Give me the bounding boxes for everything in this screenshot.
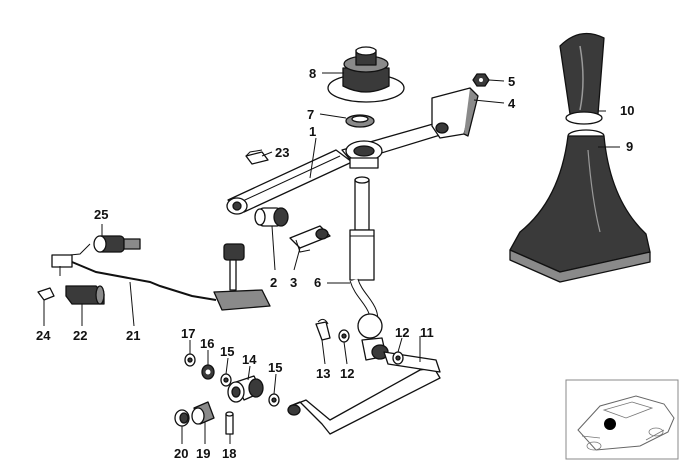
part-21-cable	[51, 254, 217, 301]
label-19: 19	[196, 446, 210, 461]
label-25: 25	[94, 207, 108, 222]
label-11: 11	[420, 325, 434, 340]
part-5-nut	[472, 73, 490, 87]
part-12-washer-b	[392, 351, 404, 365]
part-14-bushing	[227, 375, 264, 403]
part-13-clip	[315, 318, 331, 341]
label-12-right: 12	[395, 325, 409, 340]
label-6: 6	[314, 275, 321, 290]
label-1: 1	[309, 124, 316, 139]
part-16-ring	[201, 364, 215, 380]
label-4: 4	[508, 96, 516, 111]
part-8-boot	[327, 46, 405, 103]
part-15-washer-b	[268, 393, 280, 407]
part-15-washer-a	[220, 373, 232, 387]
label-13: 13	[316, 366, 330, 381]
part-1-selector-arm	[226, 121, 451, 215]
label-12-left: 12	[340, 366, 354, 381]
label-8: 8	[309, 66, 316, 81]
part-7-ring	[345, 114, 375, 128]
label-2: 2	[270, 275, 277, 290]
part-4-bracket	[431, 87, 479, 139]
label-16: 16	[200, 336, 214, 351]
label-21: 21	[126, 328, 140, 343]
part-22-grommet	[65, 285, 105, 305]
label-15-left: 15	[220, 344, 234, 359]
label-7: 7	[307, 107, 314, 122]
label-24: 24	[36, 328, 51, 343]
part-9-gaiter	[509, 129, 651, 283]
label-14: 14	[242, 352, 257, 367]
part-18-pin	[225, 411, 234, 435]
leader-lines	[43, 72, 620, 444]
location-marker	[604, 418, 616, 430]
label-10: 10	[620, 103, 634, 118]
part-2-bushing	[254, 207, 289, 227]
label-15-right: 15	[268, 360, 282, 375]
part-11-selector-rod	[287, 351, 441, 435]
label-17: 17	[181, 326, 195, 341]
label-9: 9	[626, 139, 633, 154]
part-24-clip	[37, 287, 55, 308]
label-3: 3	[290, 275, 297, 290]
part-6-shift-lever	[349, 176, 389, 361]
car-locator-icon	[565, 379, 679, 460]
part-12-washer-a	[338, 329, 350, 343]
label-22: 22	[73, 328, 87, 343]
part-3-clip	[289, 225, 331, 253]
part-23-clip	[245, 149, 269, 165]
label-5: 5	[508, 74, 515, 89]
part-10-shift-knob	[559, 32, 605, 125]
part-19-bushing	[191, 401, 215, 425]
label-23: 23	[275, 145, 289, 160]
label-20: 20	[174, 446, 188, 461]
label-18: 18	[222, 446, 236, 461]
plate-assembly	[213, 243, 271, 311]
part-17-washer	[184, 353, 196, 367]
callout-labels: 8 7 1 5 4 10 9 23 25 2 3 6 24 22 21 12 1…	[36, 66, 634, 461]
part-20-cap	[174, 409, 190, 427]
part-25-reverse-switch	[59, 235, 141, 257]
